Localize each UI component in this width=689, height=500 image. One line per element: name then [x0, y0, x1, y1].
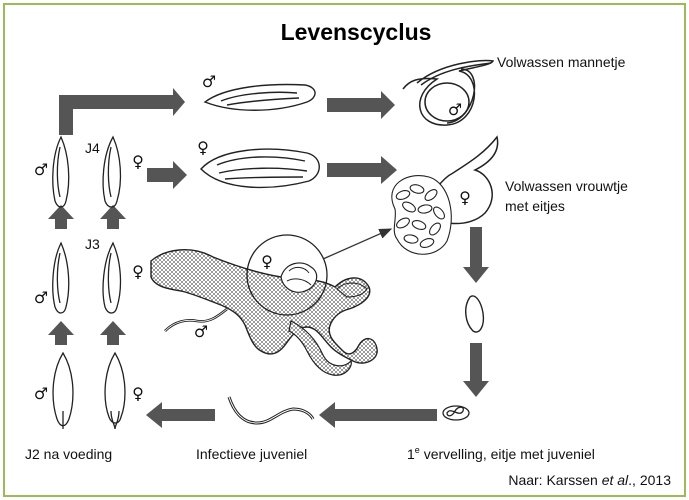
infected-root: [151, 229, 391, 375]
j3-female-juvenile: [103, 243, 120, 313]
j4-male-juvenile: [53, 137, 69, 207]
life-cycle-diagram: Levenscyclus: [5, 5, 684, 495]
j3-male-symbol: ♂: [34, 288, 48, 307]
female-worm-stage: [201, 149, 319, 187]
egg: [466, 296, 484, 332]
egg-with-juvenile: [443, 406, 469, 420]
arrow-j3-to-j4-female: [100, 205, 126, 229]
source-suffix: ., 2013: [628, 472, 671, 488]
source-prefix: Naar: Karssen: [508, 472, 601, 488]
label-infective-juvenile: Infectieve juveniel: [196, 446, 307, 462]
first-molt-rest: vervelling, eitje met juveniel: [420, 446, 595, 462]
arrow-j4-female-to-female: [147, 161, 187, 189]
j3-male-juvenile: [53, 243, 69, 313]
magnifier-pointer: [323, 229, 391, 259]
male-worm-stage: [205, 85, 315, 111]
j4-male-symbol: ♂: [34, 160, 48, 179]
label-first-molt: 1e vervelling, eitje met juveniel: [407, 445, 595, 462]
diagram-title: Levenscyclus: [281, 19, 432, 45]
stage-label-j3: J3: [85, 236, 100, 252]
label-adult-male: Volwassen mannetje: [497, 54, 626, 70]
arrow-adult-female-to-egg: [463, 227, 489, 283]
source-italic: et al: [602, 472, 629, 488]
j3-female-symbol: ♀: [132, 262, 144, 281]
male-worm-symbol: ♂: [202, 72, 216, 91]
arrow-j3-to-j4-male: [48, 205, 74, 229]
female-worm-symbol: ♀: [197, 138, 209, 157]
first-molt-number: 1: [407, 446, 415, 462]
egg-mass: [392, 176, 452, 255]
j2-male-juvenile: [53, 353, 73, 429]
arrow-j2-to-j3-male: [48, 321, 74, 345]
label-adult-female-line1: Volwassen vrouwtje: [505, 178, 628, 194]
adult-female-symbol: ♀: [459, 188, 471, 207]
j2-male-symbol: ♂: [34, 384, 48, 403]
root-female-symbol: ♀: [261, 252, 273, 271]
arrow-molt-to-infective: [319, 402, 437, 428]
arrow-egg-to-molt: [463, 343, 489, 397]
root-male-symbol: ♂: [194, 322, 208, 341]
j4-female-symbol: ♀: [132, 152, 144, 171]
adult-male-symbol: ♂: [448, 100, 462, 119]
arrow-j4-male-to-male: [59, 88, 185, 135]
j2-female-symbol: ♀: [132, 384, 144, 403]
label-adult-female-line2: met eitjes: [505, 198, 565, 214]
stage-label-j4: J4: [85, 140, 100, 156]
figure-frame: Levenscyclus: [3, 3, 686, 497]
label-j2-after-feeding: J2 na voeding: [25, 446, 112, 462]
source-citation: Naar: Karssen et al., 2013: [508, 472, 671, 488]
arrow-j2-to-j3-female: [100, 321, 126, 345]
j4-female-juvenile: [103, 137, 120, 207]
j2-female-juvenile: [105, 353, 125, 429]
arrow-male-to-adult-male: [327, 91, 395, 119]
arrow-infective-to-j2: [146, 402, 215, 428]
arrow-female-to-adult-female: [327, 156, 397, 184]
